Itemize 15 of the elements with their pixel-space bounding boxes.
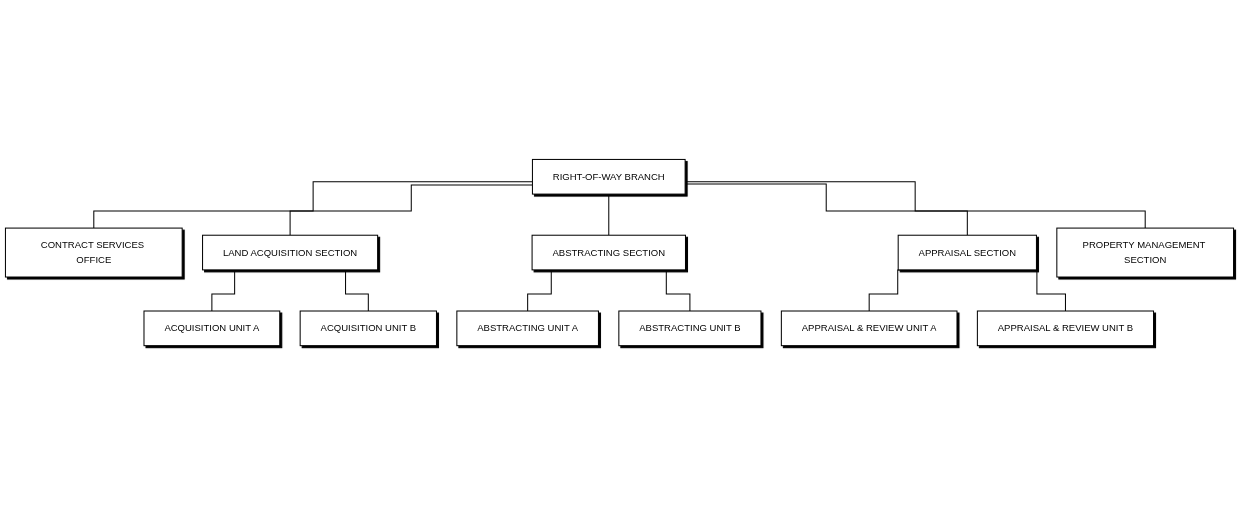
node-box: CONTRACT SERVICES OFFICE xyxy=(4,228,183,278)
node-box: RIGHT-OF-WAY BRANCH xyxy=(531,159,686,196)
node-box: ABSTRACTING SECTION xyxy=(531,235,686,271)
node-box: LAND ACQUISITION SECTION xyxy=(202,235,379,271)
node-box: ACQUISITION UNIT A xyxy=(143,310,281,347)
connector xyxy=(608,194,610,237)
connector xyxy=(289,184,533,237)
node-box: ACQUISITION UNIT B xyxy=(299,310,437,347)
node-box: APPRAISAL & REVIEW UNIT A xyxy=(780,310,958,347)
node-box: APPRAISAL SECTION xyxy=(897,235,1037,271)
connector xyxy=(93,181,533,230)
node-box: PROPERTY MANAGEMENT SECTION xyxy=(1056,228,1235,278)
node-box: APPRAISAL & REVIEW UNIT B xyxy=(976,310,1155,347)
node-box: ABSTRACTING UNIT B xyxy=(618,310,762,347)
node-box: ABSTRACTING UNIT A xyxy=(456,310,599,347)
